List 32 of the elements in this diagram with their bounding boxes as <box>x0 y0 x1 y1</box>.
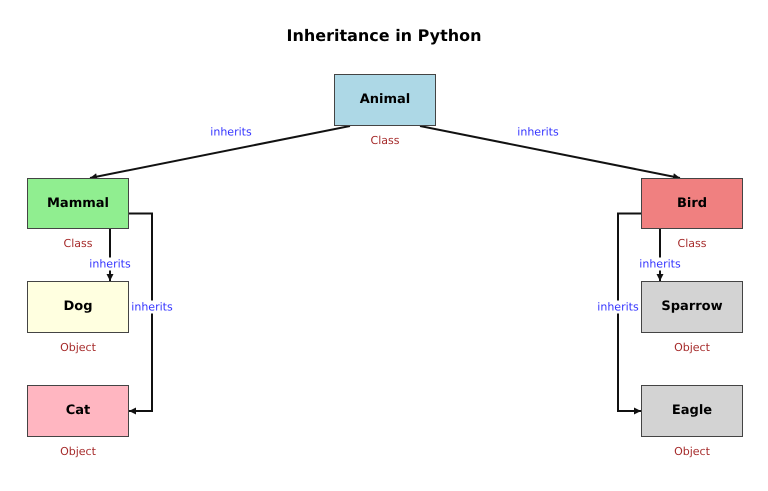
class-box <box>641 385 743 437</box>
edge-label: inherits <box>516 126 560 138</box>
edge-label: inherits <box>209 126 253 138</box>
class-name: Dog <box>63 299 93 315</box>
node-caption: Class <box>678 237 706 250</box>
node-caption: Object <box>60 445 96 458</box>
class-box <box>27 178 129 229</box>
class-box <box>641 178 743 229</box>
edge-label: inherits <box>596 300 640 314</box>
class-name: Cat <box>66 403 90 419</box>
class-box <box>334 74 436 126</box>
class-box <box>27 385 129 437</box>
class-name: Mammal <box>46 196 110 212</box>
node-caption: Object <box>674 445 710 458</box>
edge-label: inherits <box>638 258 682 270</box>
class-box <box>27 281 129 333</box>
class-name: Bird <box>676 196 708 212</box>
diagram-title: Inheritance in Python <box>286 26 482 46</box>
edge-label: inherits <box>88 258 132 270</box>
arrow <box>617 212 641 414</box>
class-name: Animal <box>360 92 410 108</box>
node-caption: Class <box>64 237 92 250</box>
arrow <box>129 212 153 414</box>
node-caption: Object <box>674 341 710 354</box>
arrow <box>90 125 350 180</box>
node-caption: Class <box>370 134 400 147</box>
edge-label: inherits <box>130 300 174 314</box>
node-caption: Object <box>60 341 96 354</box>
arrow <box>420 125 680 180</box>
class-name: Eagle <box>672 403 712 419</box>
class-name: Sparrow <box>661 299 723 315</box>
class-box <box>641 281 743 333</box>
